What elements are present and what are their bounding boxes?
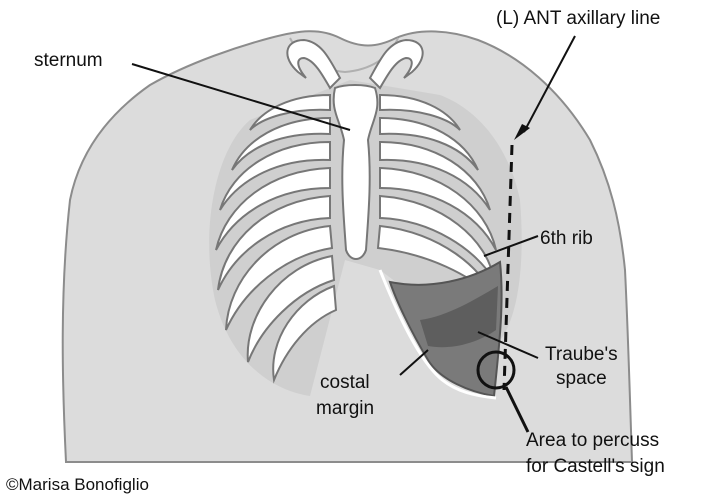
- castells-sign-label-line1: Area to percuss: [526, 430, 659, 451]
- traubes-space-label-line1: Traube's: [545, 344, 618, 365]
- costal-margin-label-line1: costal: [320, 372, 370, 393]
- traubes-space-label-line2: space: [556, 368, 607, 389]
- axillary-line-label: (L) ANT axillary line: [496, 8, 660, 29]
- copyright-credit: ©Marisa Bonofiglio: [6, 475, 149, 494]
- sixth-rib-label: 6th rib: [540, 228, 593, 249]
- costal-margin-label-line2: margin: [316, 398, 374, 419]
- castells-sign-label-line2: for Castell's sign: [526, 456, 665, 477]
- sternum-label: sternum: [34, 50, 103, 71]
